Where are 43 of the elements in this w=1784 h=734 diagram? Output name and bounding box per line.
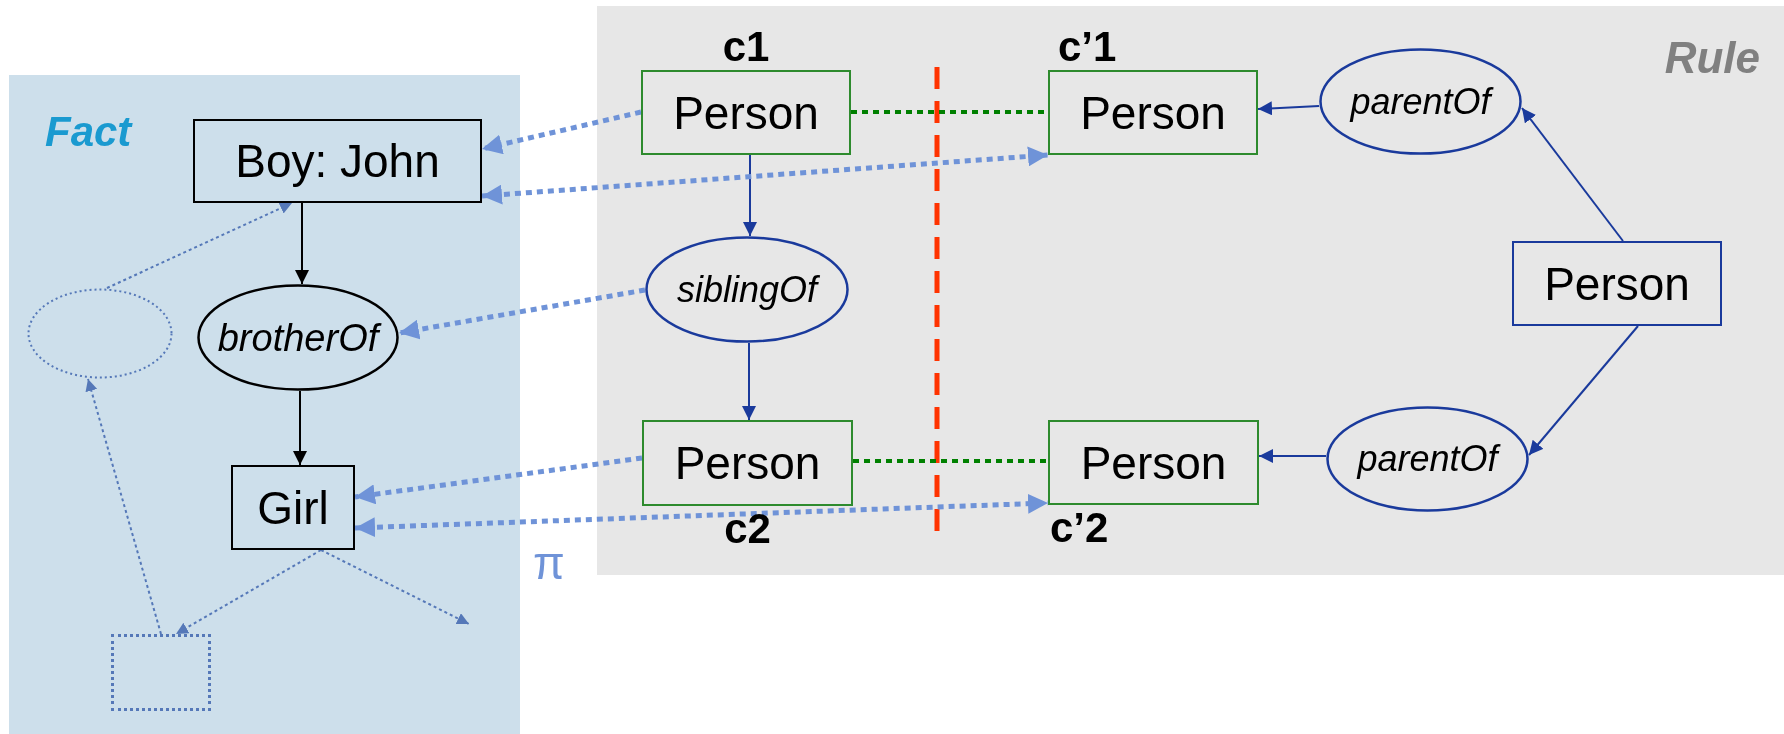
panel <box>597 6 1784 575</box>
empty-box <box>111 634 211 711</box>
arrow <box>295 202 309 285</box>
arrow <box>106 202 293 289</box>
concept-label: c’1 <box>1058 26 1117 72</box>
arrow <box>1257 101 1320 116</box>
connector-line <box>853 459 1048 463</box>
ellipse-node <box>645 236 849 343</box>
arrow <box>175 549 322 635</box>
node-label: Person <box>674 440 821 486</box>
arrow <box>85 378 162 635</box>
arrow <box>1258 449 1327 463</box>
concept-label: c2 <box>723 504 772 550</box>
node-label: siblingOf <box>676 271 818 308</box>
ellipse-node <box>1319 48 1522 155</box>
panel-heading: Fact <box>45 111 132 153</box>
entity-box <box>231 465 355 550</box>
node-label: Person <box>1544 260 1690 307</box>
ellipse-node <box>1326 406 1529 512</box>
arrow <box>1528 325 1639 456</box>
double-arrow <box>354 493 1049 538</box>
entity-box <box>193 119 482 203</box>
concept-label: c1 <box>721 26 771 72</box>
arrow <box>320 549 470 625</box>
concept-label: c’2 <box>1050 503 1109 549</box>
node-label: Person <box>1080 439 1227 486</box>
arrow <box>354 455 643 505</box>
arrow <box>293 390 307 466</box>
empty-ellipse <box>27 288 173 379</box>
node-label: Girl <box>257 484 329 531</box>
arrow <box>742 342 756 421</box>
node-label: Person <box>1080 89 1226 136</box>
arrow <box>481 109 642 155</box>
double-arrow <box>481 146 1049 205</box>
arrow <box>743 154 757 237</box>
panel <box>9 75 520 734</box>
arrow <box>398 287 646 340</box>
symbol-label: π <box>533 540 565 586</box>
node-label: Person <box>673 89 819 136</box>
arrow <box>1521 107 1624 242</box>
entity-box <box>1512 241 1722 326</box>
ellipse-node <box>197 284 399 391</box>
panel-heading: Rule <box>1664 36 1760 80</box>
